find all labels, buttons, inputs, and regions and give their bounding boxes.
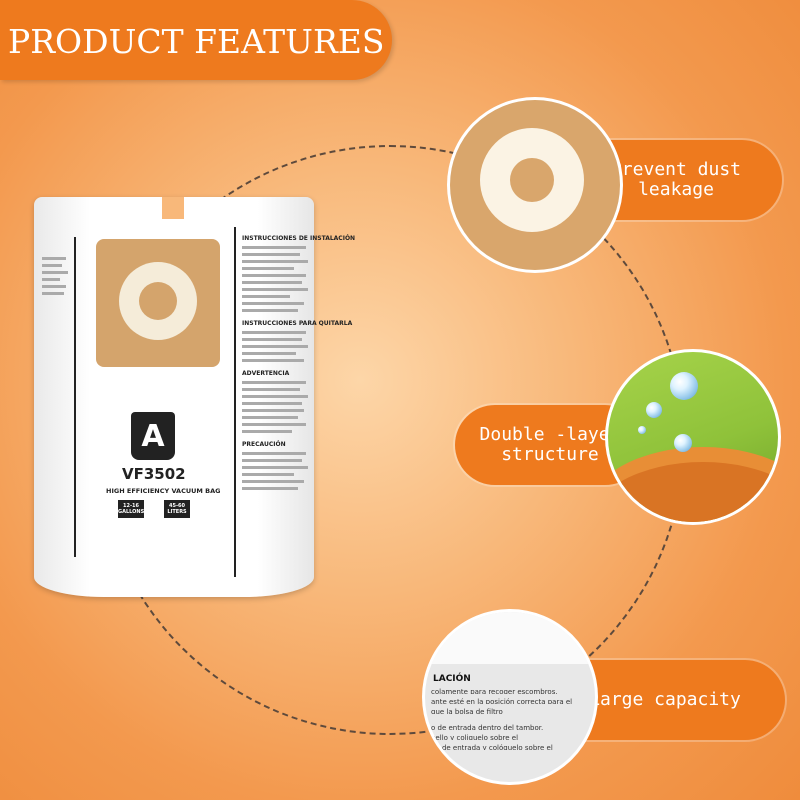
closeup-line: colamente para recoger escombros. bbox=[431, 688, 558, 694]
closeup-line: ante esté en la posición correcta para e… bbox=[431, 698, 573, 704]
bag-body: INSTRUCCIONES DE INSTALACIÓN INSTRUCCION… bbox=[34, 197, 356, 597]
title-banner: PRODUCT FEATURES bbox=[0, 0, 392, 80]
closeup-line: bo de entrada y colóquelo sobre el bbox=[431, 744, 553, 750]
product-subtitle: HIGH EFFICIENCY VACUUM BAG bbox=[106, 487, 221, 495]
liters-box: 45-60 LITERS bbox=[164, 500, 190, 518]
filter-ring-icon bbox=[450, 100, 620, 270]
warning-heading: ADVERTENCIA bbox=[242, 370, 290, 377]
left-divider-line bbox=[74, 237, 76, 557]
filter-type-badge: A bbox=[131, 412, 175, 460]
liters-value: 45-60 bbox=[169, 503, 185, 509]
collar-ring bbox=[119, 262, 197, 340]
right-divider-line bbox=[234, 227, 236, 577]
feature-label-line2: structure bbox=[501, 444, 599, 465]
feature-label-line1: Large capacity bbox=[589, 689, 741, 710]
feature-label-line1: Prevent dust bbox=[610, 159, 742, 180]
instruction-heading: INSTRUCCIONES DE INSTALACIÓN bbox=[242, 235, 356, 242]
closeup-line: o de entrada dentro del tambor. bbox=[431, 724, 544, 730]
bag-text-icon: LACIÓN colamente para recoger escombros.… bbox=[425, 612, 595, 782]
gallons-box: 12-16 GALLONS bbox=[118, 500, 144, 518]
bag-notch bbox=[162, 197, 184, 219]
cardboard-collar bbox=[96, 239, 220, 367]
water-drop-icon bbox=[608, 352, 778, 522]
closeup-line: uello y coliquelo sobre el bbox=[431, 734, 519, 740]
instruction-text-block: INSTRUCCIONES DE INSTALACIÓN INSTRUCCION… bbox=[242, 233, 356, 494]
feature-label-line1: Double -layer bbox=[479, 424, 621, 445]
removal-heading: INSTRUCCIONES PARA QUITARLA bbox=[242, 320, 353, 327]
page-title: PRODUCT FEATURES bbox=[8, 22, 385, 61]
vacuum-filter-bag: INSTRUCCIONES DE INSTALACIÓN INSTRUCCION… bbox=[30, 185, 356, 605]
closeup-line: que la bolsa de filtro bbox=[431, 708, 503, 714]
gallons-value: 12-16 bbox=[123, 503, 139, 509]
model-number: VF3502 bbox=[122, 465, 186, 483]
collar-hole bbox=[139, 282, 177, 320]
side-text-block bbox=[42, 257, 70, 299]
feature-label-line2: leakage bbox=[638, 179, 714, 200]
caution-heading: PRECAUCIÓN bbox=[242, 441, 286, 448]
closeup-heading: LACIÓN bbox=[433, 674, 471, 684]
liters-unit: LITERS bbox=[167, 509, 187, 515]
gallons-unit: GALLONS bbox=[118, 509, 145, 515]
